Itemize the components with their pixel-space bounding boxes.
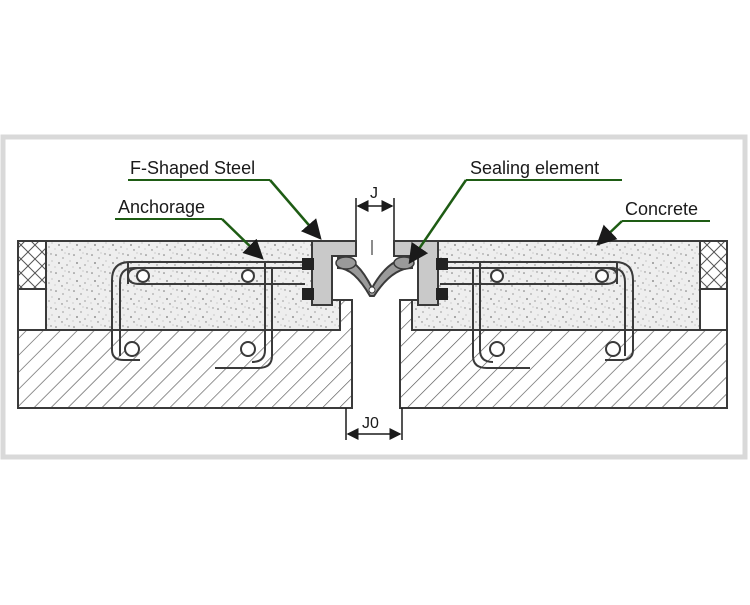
dimension-j-label: J xyxy=(370,185,378,202)
sealing-element xyxy=(335,256,415,297)
callout-f-shaped-steel: F-Shaped Steel xyxy=(128,158,322,240)
right-anchorage xyxy=(440,261,634,369)
left-f-shaped-steel xyxy=(302,240,357,306)
label-anchorage: Anchorage xyxy=(118,197,205,217)
left-anchorage xyxy=(111,261,305,369)
dimension-j0-label: J0 xyxy=(362,415,379,432)
label-sealing-element: Sealing element xyxy=(470,158,599,178)
label-f-shaped-steel: F-Shaped Steel xyxy=(130,158,255,178)
left-edge-block xyxy=(17,240,47,290)
callout-sealing-element: Sealing element xyxy=(408,158,622,265)
dimension-j: J xyxy=(355,185,395,240)
right-edge-block xyxy=(699,240,728,290)
label-concrete: Concrete xyxy=(625,199,698,219)
callout-anchorage: Anchorage xyxy=(115,197,264,260)
dimension-j0: J0 xyxy=(345,408,403,440)
callout-concrete: Concrete xyxy=(596,199,710,246)
left-slab xyxy=(17,240,353,409)
right-slab xyxy=(399,240,728,409)
